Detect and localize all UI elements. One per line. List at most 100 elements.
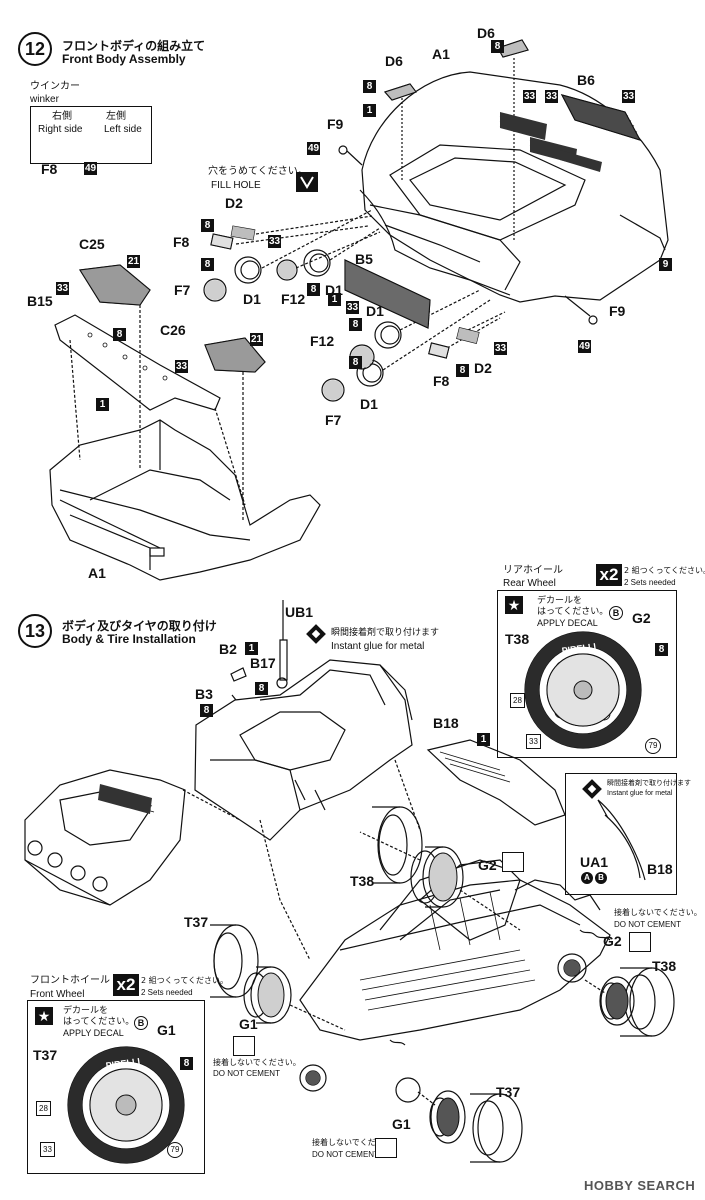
front-wheel-paint: 8 bbox=[180, 1057, 193, 1070]
no-cement-bottom-jp: 接着しないでください。 bbox=[312, 1138, 400, 1147]
badge-C26-left: 33 bbox=[175, 360, 188, 373]
step-13-title-jp: ボディ及びタイヤの取り付け bbox=[62, 619, 217, 633]
badge-C26-right: 21 bbox=[250, 333, 263, 346]
label-D6-left: D6 bbox=[385, 53, 403, 69]
label-B5: B5 bbox=[355, 251, 373, 267]
badge-B6-right: 33 bbox=[622, 90, 635, 103]
label-A1-bottom: A1 bbox=[88, 565, 106, 581]
label-G2-mid: G2 bbox=[478, 857, 497, 873]
front-wheel-title-jp: フロントホイール bbox=[30, 975, 110, 986]
label-F8-right: F8 bbox=[433, 373, 450, 389]
badge-1-top: 1 bbox=[363, 104, 376, 117]
label-D6-top: D6 bbox=[477, 25, 495, 41]
step-12-title-jp: フロントボディの組み立て bbox=[62, 39, 206, 53]
front-wheel-sets-en: 2 Sets needed bbox=[141, 988, 193, 997]
label-T38-right: T38 bbox=[652, 958, 677, 974]
rear-wheel-title-en: Rear Wheel bbox=[503, 578, 556, 589]
label-F9-top: F9 bbox=[327, 116, 344, 132]
badge-B15-a: 8 bbox=[113, 328, 126, 341]
label-B18: B18 bbox=[433, 715, 459, 731]
badge-B5-a: 1 bbox=[328, 293, 341, 306]
label-G2-right: G2 bbox=[603, 933, 622, 949]
badge-D1-b: 8 bbox=[307, 283, 320, 296]
label-B15: B15 bbox=[27, 293, 53, 309]
label-B17: B17 bbox=[250, 655, 276, 671]
inset-letter-b: B bbox=[595, 872, 607, 884]
front-tire-label: T37 bbox=[33, 1047, 58, 1063]
no-cement-icon-right bbox=[629, 932, 651, 952]
winker-paint-badge: 49 bbox=[84, 162, 97, 175]
label-D2-right: D2 bbox=[474, 360, 492, 376]
rear-wheel-label: G2 bbox=[632, 610, 651, 626]
rear-decal-en: APPLY DECAL bbox=[537, 618, 598, 628]
winker-right-en: Right side bbox=[38, 124, 83, 135]
no-cement-left-en: DO NOT CEMENT bbox=[213, 1069, 280, 1078]
front-tire-paint: 33 bbox=[40, 1142, 55, 1157]
rear-tire-brand: PIRELLI bbox=[561, 641, 597, 656]
front-decal-jp-1: デカールを bbox=[63, 1006, 109, 1016]
label-B6: B6 bbox=[577, 72, 595, 88]
inset-part-a: UA1 bbox=[580, 854, 609, 870]
watermark-logo: HOBBY SEARCH bbox=[584, 1178, 696, 1193]
label-G1-left: G1 bbox=[239, 1016, 258, 1032]
badge-D1-c: 8 bbox=[349, 318, 362, 331]
label-D1-c: D1 bbox=[366, 303, 384, 319]
no-cement-bottom-en: DO NOT CEMENT bbox=[312, 1150, 379, 1159]
label-T38-mid: T38 bbox=[350, 873, 375, 889]
winker-title-en: winker bbox=[30, 94, 59, 105]
label-D1-d: D1 bbox=[360, 396, 378, 412]
rear-wheel-multiplier: x2 bbox=[596, 564, 622, 586]
front-wheel-multiplier: x2 bbox=[113, 974, 139, 996]
step-12-number: 12 bbox=[18, 32, 52, 66]
badge-C25-left: 33 bbox=[56, 282, 69, 295]
step-13-number: 13 bbox=[18, 614, 52, 648]
label-T37-left: T37 bbox=[184, 914, 209, 930]
badge-D1-d: 8 bbox=[349, 356, 362, 369]
no-cement-icon-bottom bbox=[375, 1138, 397, 1158]
label-C25: C25 bbox=[79, 236, 105, 252]
no-cement-icon bbox=[502, 852, 524, 872]
label-F8-left: F8 bbox=[173, 234, 190, 250]
no-cement-right-en: DO NOT CEMENT bbox=[614, 920, 681, 929]
label-T37-bottom: T37 bbox=[496, 1084, 521, 1100]
rear-decal-star-icon: ★ bbox=[505, 596, 523, 614]
glue-note-en: Instant glue for metal bbox=[331, 641, 425, 652]
inset-glue-en: Instant glue for metal bbox=[607, 790, 673, 797]
glue-note-jp: 瞬間接着剤で取り付けます bbox=[331, 628, 440, 638]
label-B2: B2 bbox=[219, 641, 237, 657]
rear-decal-jp-1: デカールを bbox=[537, 596, 583, 606]
rear-tire-label: T38 bbox=[505, 631, 530, 647]
rear-wheel-sets-en: 2 Sets needed bbox=[624, 578, 676, 587]
front-decal-star-icon: ★ bbox=[35, 1007, 53, 1025]
step-12-title-en: Front Body Assembly bbox=[62, 52, 186, 66]
rear-decal-letter: B bbox=[609, 606, 623, 620]
front-decal-num: 79 bbox=[167, 1142, 183, 1158]
winker-part-label: F8 bbox=[41, 161, 58, 177]
rear-decal-jp-2: はってください。 bbox=[537, 607, 609, 617]
front-decal-jp-2: はってください。 bbox=[63, 1017, 135, 1027]
badge-B3: 8 bbox=[200, 704, 213, 717]
label-G1-bottom: G1 bbox=[392, 1116, 411, 1132]
rear-wheel-paint: 8 bbox=[655, 643, 668, 656]
badge-D6-top: 8 bbox=[491, 40, 504, 53]
badge-D2-right: 33 bbox=[494, 342, 507, 355]
rear-wheel-title-jp: リアホイール bbox=[503, 565, 563, 576]
badge-F9-top: 49 bbox=[307, 142, 320, 155]
winker-left-jp: 左側 bbox=[106, 111, 126, 122]
rear-wheel-box bbox=[497, 590, 677, 758]
label-F9-right: F9 bbox=[609, 303, 626, 319]
front-decal-letter: B bbox=[134, 1016, 148, 1030]
winker-right-jp: 右側 bbox=[52, 111, 72, 122]
label-D1-a: D1 bbox=[243, 291, 261, 307]
badge-F9-right: 49 bbox=[578, 340, 591, 353]
label-F12-a: F12 bbox=[281, 291, 306, 307]
label-A1-top: A1 bbox=[432, 46, 450, 62]
badge-D6-left: 8 bbox=[363, 80, 376, 93]
badge-C25-right: 21 bbox=[127, 255, 140, 268]
front-tire-brand: PIRELLI bbox=[105, 1056, 141, 1071]
badge-F8-right: 8 bbox=[456, 364, 469, 377]
front-decal-en: APPLY DECAL bbox=[63, 1028, 124, 1038]
badge-B2: 1 bbox=[245, 642, 258, 655]
badge-B18: 1 bbox=[477, 733, 490, 746]
